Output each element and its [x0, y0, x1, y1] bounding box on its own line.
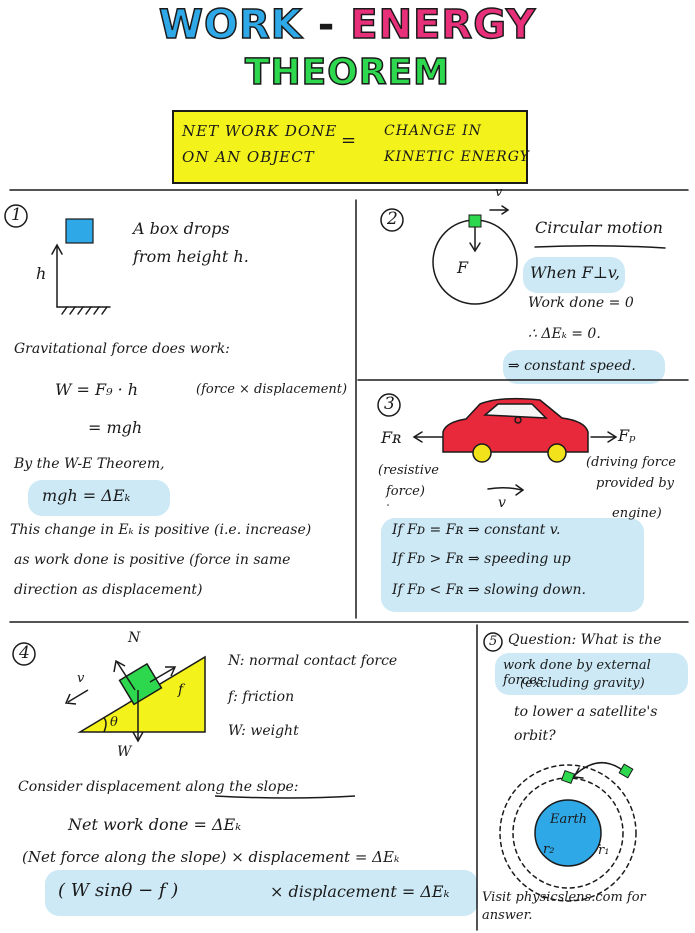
- question-line2: work done by external forces: [503, 658, 651, 688]
- panel-1-circle: [4, 204, 28, 228]
- case-equal: If Fᴅ = Fʀ ⇒ constant v.: [392, 522, 561, 538]
- case-greater: If Fᴅ > Fʀ ⇒ speeding up: [392, 551, 571, 567]
- definition-right-line1: CHANGE IN: [384, 123, 482, 139]
- highlight-mgh: [28, 480, 170, 516]
- panel-4-circle: [12, 642, 36, 666]
- height-label: h: [36, 264, 47, 283]
- fr-desc-line1: (resistive: [378, 463, 439, 478]
- definition-left-line1: NET WORK DONE: [182, 122, 338, 140]
- slope-w-label: W: [117, 744, 132, 760]
- constant-speed: ⇒ constant speed.: [508, 358, 636, 374]
- v-arrow: [487, 486, 523, 491]
- work-done-zero: Work done = 0: [528, 295, 634, 311]
- r1-label: r₁: [598, 843, 610, 858]
- slope-v-label: v: [77, 671, 85, 686]
- earth-label: Earth: [550, 812, 588, 827]
- title-energy: ENERGY: [350, 1, 537, 49]
- work-equation-note: (force × displacement): [196, 382, 348, 397]
- r2-label: r₂: [543, 842, 555, 857]
- circular-underline: [534, 244, 666, 249]
- definition-right: CHANGE IN KINETIC ENERGY: [384, 118, 530, 170]
- height-arrow-head: [51, 243, 63, 255]
- question-line5: orbit?: [514, 728, 556, 744]
- along-underline: [214, 795, 356, 799]
- panel-5-number: 5: [489, 634, 498, 649]
- theta-arc: [103, 717, 107, 733]
- fr-label: Fʀ: [381, 428, 402, 447]
- mgh-equation: = mgh: [88, 418, 143, 437]
- question-line4: to lower a satellite's: [514, 704, 658, 720]
- panel-4-number: 4: [19, 643, 30, 663]
- car-v-label: v: [498, 495, 506, 511]
- fp-desc-line2: provided by: [596, 476, 674, 491]
- circular-heading: Circular motion: [535, 218, 663, 237]
- normal-force-arrow: [116, 661, 136, 691]
- panel-3-number: 3: [384, 394, 395, 414]
- falling-box: [65, 218, 94, 244]
- question-line1: Question: What is the: [508, 632, 662, 648]
- perp-condition: When F⊥v,: [530, 263, 620, 282]
- mgh-delta-ek: mgh = ΔEₖ: [42, 486, 131, 505]
- definition-right-line2: KINETIC ENERGY: [384, 149, 530, 165]
- delta-ek-zero: ∴ ΔEₖ = 0.: [528, 326, 601, 342]
- we-theorem-text: By the W-E Theorem,: [14, 456, 165, 472]
- fp-label: Fₚ: [618, 426, 636, 445]
- satellite-outer: [618, 763, 634, 779]
- legend-weight: W: weight: [228, 723, 299, 739]
- velocity-arrow-4: [67, 689, 89, 703]
- friction-arrow: [149, 667, 175, 683]
- orbiting-object: [468, 214, 482, 228]
- gravitational-text: Gravitational force does work:: [14, 341, 230, 357]
- box-desc-line1: A box drops: [133, 219, 230, 238]
- final-eq-left: ( W sinθ − f ): [58, 880, 179, 901]
- title-dash: -: [317, 2, 336, 48]
- circular-f-label: F: [457, 258, 469, 277]
- case-less: If Fᴅ < Fʀ ⇒ slowing down.: [392, 582, 587, 598]
- slope-n-label: N: [128, 630, 141, 646]
- definition-left-line2: ON AN OBJECT: [182, 148, 315, 166]
- title-line-1: WORK - ENERGY: [0, 1, 695, 49]
- legend-normal: N: normal contact force: [228, 653, 398, 669]
- panel-1-number: 1: [11, 205, 22, 225]
- satellite-inner: [560, 769, 576, 785]
- block: [118, 662, 163, 706]
- panel-2-circle: [380, 208, 404, 232]
- explain-line2: as work done is positive (force in same: [14, 552, 291, 568]
- consider-text: Consider displacement along the slope:: [18, 779, 299, 795]
- highlight-cases: [381, 518, 644, 612]
- circular-v-label: v: [495, 185, 503, 200]
- panel-3-circle: [377, 393, 401, 417]
- final-eq-right: × displacement = ΔEₖ: [270, 882, 450, 901]
- explain-line1: This change in Eₖ is positive (i.e. incr…: [10, 522, 312, 538]
- fp-desc-line3: engine): [612, 506, 662, 521]
- slope-theta-label: θ: [110, 715, 118, 730]
- box-desc-line2: from height h.: [133, 247, 249, 266]
- net-work-eq: Net work done = ΔEₖ: [68, 815, 242, 834]
- question-line3: (excluding gravity): [520, 676, 645, 691]
- highlight-work-external: [495, 653, 688, 695]
- orbit-outer: [499, 764, 637, 902]
- panel-2-number: 2: [387, 209, 398, 229]
- definition-equals: =: [341, 130, 357, 151]
- visit-text: Visit physicslens.com for answer.: [482, 890, 646, 923]
- highlight-final-eq: [45, 870, 478, 916]
- car: [442, 397, 589, 463]
- explain-line3: direction as displacement): [14, 582, 203, 598]
- net-force-eq: (Net force along the slope) × displaceme…: [22, 848, 400, 866]
- slope-f-label: f: [178, 682, 184, 698]
- work-equation: W = F₉ · h: [55, 380, 139, 399]
- earth: [534, 799, 602, 867]
- fr-desc-line2: force): [386, 484, 425, 499]
- legend-friction: f: friction: [228, 689, 295, 705]
- definition-box: [172, 110, 528, 184]
- definition-left: NET WORK DONE ON AN OBJECT: [182, 118, 337, 170]
- title-theorem: THEOREM: [244, 51, 451, 94]
- highlight-perp: [523, 257, 625, 293]
- title-work: WORK: [158, 1, 303, 49]
- highlight-constant-speed: [503, 350, 665, 384]
- panel-5-circle: [483, 632, 503, 652]
- fp-desc-line1: (driving force: [586, 455, 676, 470]
